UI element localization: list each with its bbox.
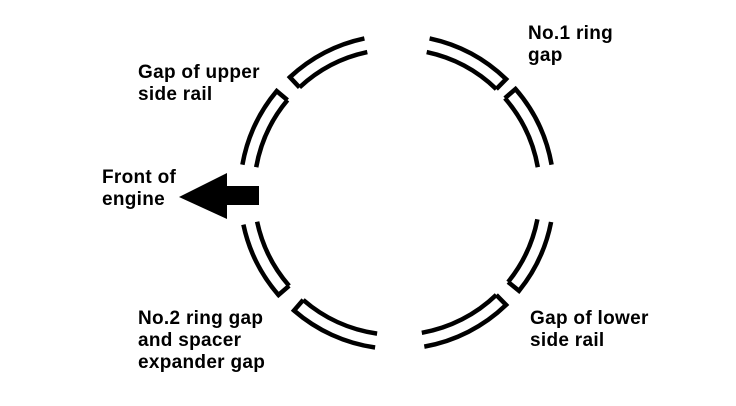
ring-segment [421, 293, 510, 349]
no2-ring-gap-line-3: expander gap [138, 352, 266, 373]
front-of-engine-left-arrow-icon [179, 173, 259, 219]
no2-ring-gap-line-1: No.2 ring gap [138, 308, 264, 329]
gap-lower-side-rail-line-1: Gap of lower [530, 308, 649, 329]
ring-segment [426, 36, 510, 91]
ring-segment [506, 218, 554, 294]
gap-upper-side-rail-line-1: Gap of upper [138, 62, 260, 83]
ring-segment [241, 221, 291, 299]
ring-segment [290, 298, 378, 350]
front-of-engine-line-2: engine [102, 189, 166, 210]
ring-segment [503, 85, 554, 168]
label-front-of-engine: Front of engine [102, 167, 176, 211]
ring-segment [286, 36, 368, 90]
front-of-engine-line-1: Front of [102, 167, 177, 188]
gap-lower-side-rail-line-2: side rail [530, 330, 605, 351]
label-gap-of-lower-side-rail: Gap of lower side rail [530, 308, 649, 352]
label-no2-ring-gap-and-spacer-expander-gap: No.2 ring gap and spacer expander gap [138, 308, 265, 374]
label-gap-of-upper-side-rail: Gap of upper side rail [138, 62, 260, 106]
ring-segment [240, 87, 290, 168]
no2-ring-gap-line-2: and spacer [138, 330, 242, 351]
no1-ring-gap-line-2: gap [528, 45, 563, 66]
gap-upper-side-rail-line-2: side rail [138, 84, 213, 105]
label-no1-ring-gap: No.1 ring gap [528, 23, 613, 67]
no1-ring-gap-line-1: No.1 ring [528, 23, 614, 44]
